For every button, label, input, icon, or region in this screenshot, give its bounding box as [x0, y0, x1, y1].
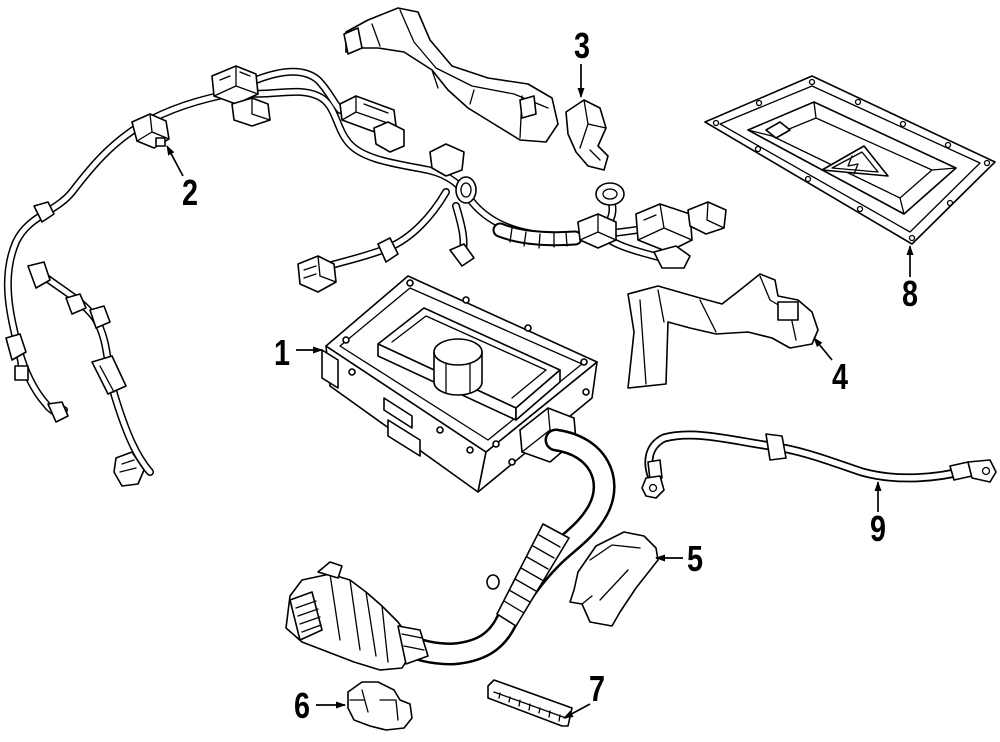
connector [5, 333, 27, 361]
bracket-clip [91, 355, 127, 395]
clip [27, 261, 51, 289]
bracket [429, 143, 465, 177]
part-5-cover [569, 531, 659, 627]
bracket-body [627, 273, 819, 389]
callout-1: 1 [274, 332, 323, 373]
plug [47, 401, 69, 423]
connector-latch [317, 561, 343, 579]
inverter-bolts [342, 279, 590, 466]
callout-6-number: 6 [294, 685, 310, 726]
strip [487, 679, 573, 727]
callout-4-number: 4 [832, 356, 848, 397]
sub-bracket [565, 99, 609, 171]
side-connector [383, 397, 413, 429]
connector [14, 365, 29, 381]
callout-2-number: 2 [182, 172, 198, 213]
callout-1-number: 1 [274, 332, 290, 373]
callout-3-number: 3 [574, 25, 590, 66]
callout-5: 5 [655, 538, 703, 579]
sleeve-clip-ring [486, 574, 500, 590]
sleeve-ridges [509, 227, 568, 249]
callout-2-arrow [166, 145, 184, 177]
side-box [387, 419, 421, 457]
callout-7-arrow [563, 703, 591, 719]
side-bracket [321, 349, 339, 389]
round-connector [595, 182, 625, 206]
clip [65, 293, 87, 315]
plug [449, 243, 475, 267]
cable-clip [765, 433, 787, 461]
connector-tab [155, 137, 166, 147]
part-4-bracket [627, 273, 819, 389]
callout-9: 9 [870, 481, 886, 549]
callout-8: 8 [902, 245, 918, 314]
callout-7-number: 7 [589, 668, 605, 709]
part-8-cover [704, 75, 996, 245]
connector [297, 255, 337, 293]
part-2-wire-harness [5, 65, 727, 487]
grommet [455, 176, 477, 204]
clip [89, 305, 111, 329]
ring-terminal [641, 475, 665, 499]
duct-tab [519, 95, 537, 119]
clip [33, 201, 55, 223]
connector [577, 213, 617, 249]
harness-connectors [5, 65, 727, 487]
callout-2: 2 [166, 145, 198, 213]
cable-crimp [647, 459, 663, 481]
harness-wires [8, 72, 722, 472]
connector [113, 451, 145, 487]
callout-6: 6 [294, 685, 346, 726]
callout-4: 4 [813, 337, 848, 397]
bracket-tab [777, 301, 799, 321]
part-3-bracket [343, 7, 609, 171]
connector [231, 97, 271, 127]
cover-tab [765, 121, 791, 139]
part-6-connector [347, 681, 413, 731]
callout-9-number: 9 [870, 508, 886, 549]
cover-piece [569, 531, 659, 627]
cover-bolt-holes [712, 78, 991, 242]
callout-8-number: 8 [902, 273, 918, 314]
connector [373, 121, 405, 153]
callout-4-arrow [813, 337, 833, 361]
clip [653, 245, 691, 269]
inverter-cable-assembly [285, 440, 604, 671]
part-7-strip [487, 679, 573, 727]
clip [377, 237, 399, 263]
duct [345, 7, 559, 143]
part-1-inverter-assembly [321, 275, 598, 493]
callout-3: 3 [574, 25, 590, 98]
capacitor-top [433, 338, 483, 366]
connector-backshell [397, 625, 429, 665]
duct-tab [343, 27, 363, 55]
part-9-cable [641, 433, 997, 499]
small-connector [347, 681, 413, 731]
callout-5-number: 5 [687, 538, 703, 579]
callout-7: 7 [563, 668, 605, 719]
